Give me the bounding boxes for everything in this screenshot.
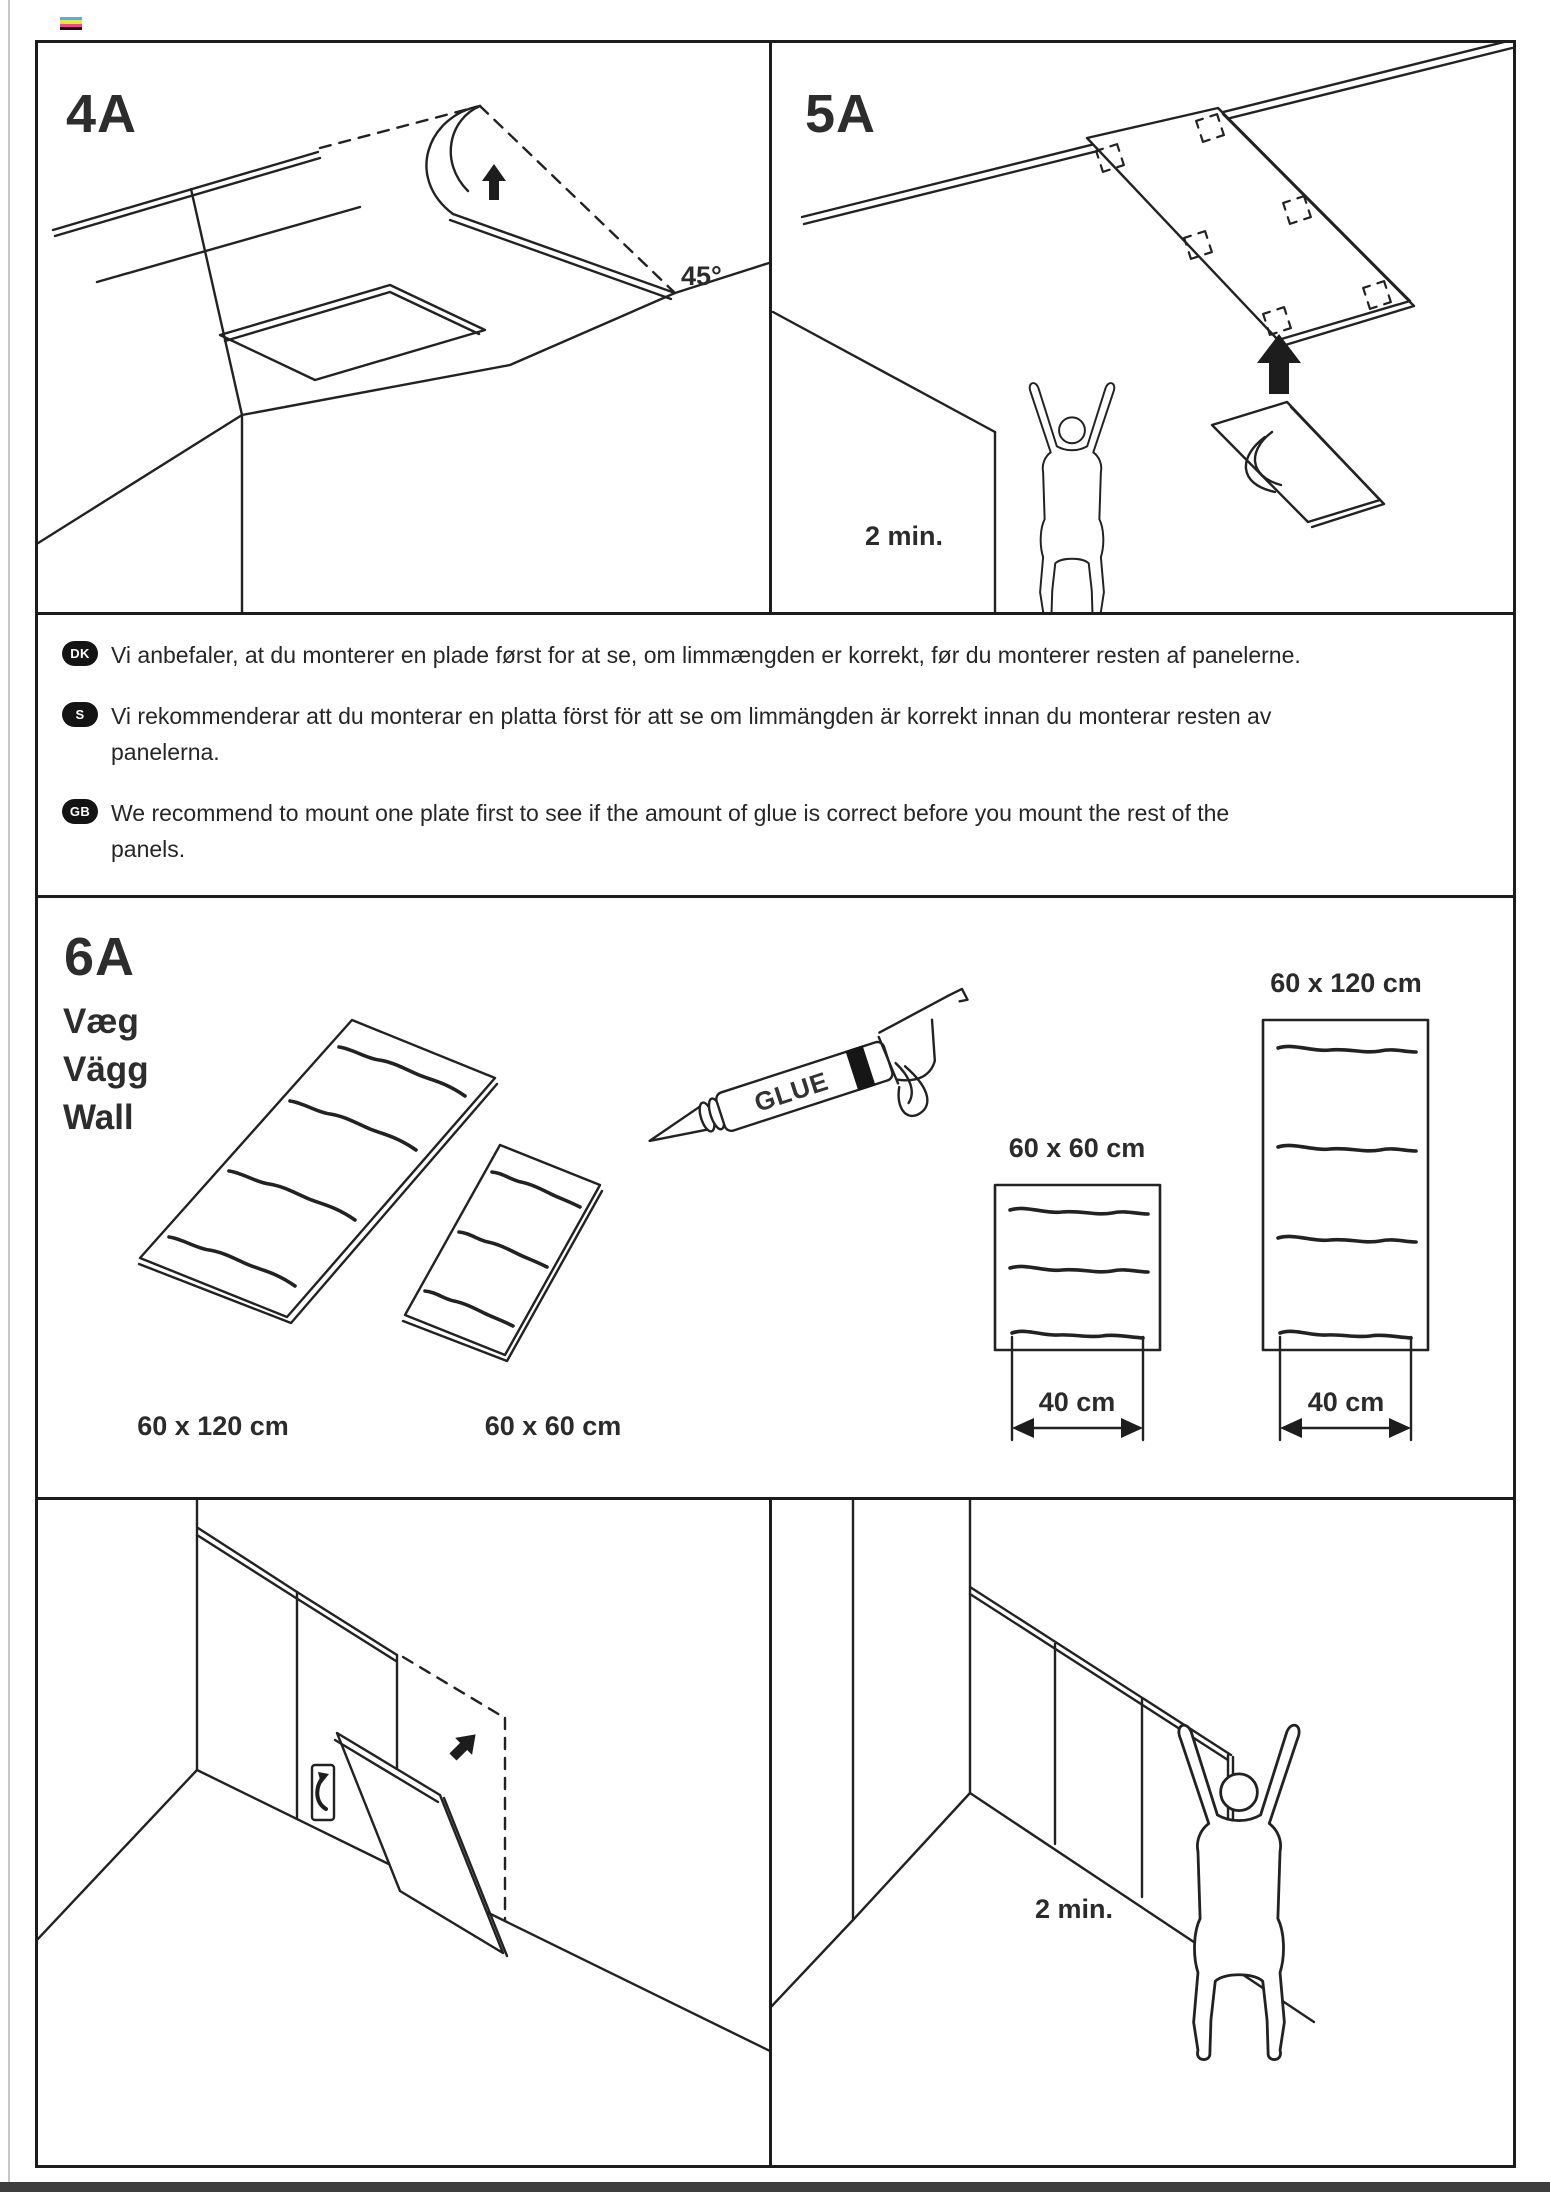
surface-label-da: Væg: [63, 1002, 139, 1041]
front-large-size-label: 60 x 120 cm: [1270, 968, 1422, 998]
iso-small-size-label: 60 x 60 cm: [485, 1411, 622, 1441]
step-4a-label: 4A: [66, 84, 138, 144]
ceiling-peel-illustration: 45°: [38, 104, 769, 612]
angle-label: 45°: [681, 261, 722, 291]
up-arrow-icon: [482, 164, 506, 200]
person-figure: [1177, 1723, 1301, 2061]
panel-iso-small: [401, 1143, 604, 1363]
up-right-arrow-icon: [449, 1734, 476, 1761]
note-text-gb: We recommend to mount one plate first to…: [111, 800, 1230, 862]
up-arrow-icon: [1257, 334, 1301, 394]
ceiling-mounting-illustration: 2 min.: [772, 43, 1513, 612]
language-badge-s: S: [62, 702, 98, 727]
panel-iso-large: [137, 1018, 499, 1325]
language-badge-gb: GB: [62, 799, 98, 824]
panel-wall-placement: [35, 1497, 772, 2168]
panel-front-small: [993, 1183, 1162, 1442]
glue-bead: [1244, 435, 1277, 494]
note-row: GB We recommend to mount one plate first…: [62, 795, 1489, 867]
wall-press-illustration: 2 min.: [772, 1500, 1316, 2061]
step-5a-label: 5A: [805, 84, 877, 144]
time-label: 2 min.: [865, 521, 943, 551]
panel-wall-press: 2 min.: [769, 1497, 1516, 2168]
panel-step-4a: 4A 45°: [35, 40, 772, 615]
note-row: DK Vi anbefaler, at du monterer en plade…: [62, 637, 1489, 673]
panel-front-large: [1261, 1018, 1430, 1442]
page-edge-line: [8, 0, 10, 2192]
front-small-width-label: 40 cm: [1039, 1387, 1116, 1417]
step-6a-label: 6A: [64, 927, 136, 987]
front-large-width-label: 40 cm: [1308, 1387, 1385, 1417]
print-registration-mark: [60, 17, 82, 30]
surface-labels: Væg Vägg Wall: [63, 998, 149, 1142]
glue-application-illustration: 60 x 120 cm 60 x 60 cm GLUE: [137, 968, 1430, 1442]
iso-large-size-label: 60 x 120 cm: [137, 1411, 289, 1441]
panel-notes: DK Vi anbefaler, at du monterer en plade…: [35, 612, 1516, 898]
time-label: 2 min.: [1035, 1894, 1113, 1924]
front-small-size-label: 60 x 60 cm: [1009, 1133, 1146, 1163]
panel-step-5a: 5A 2 mi: [769, 40, 1516, 615]
light-switch-icon: [310, 1763, 336, 1822]
panel-step-6a: 6A Væg Vägg Wall 60 x 120 cm: [35, 895, 1516, 1500]
language-badge-dk: DK: [62, 641, 98, 666]
note-row: S Vi rekommenderar att du monterar en pl…: [62, 698, 1489, 770]
person-figure: [1028, 382, 1116, 612]
wall-placement-illustration: [38, 1500, 769, 2052]
note-text-s: Vi rekommenderar att du monterar en plat…: [111, 703, 1272, 765]
surface-label-en: Wall: [63, 1098, 134, 1137]
note-text-dk: Vi anbefaler, at du monterer en plade fø…: [111, 642, 1301, 668]
page-bottom-strip: [0, 2182, 1550, 2192]
glue-gun-icon: GLUE: [648, 987, 969, 1143]
glue-bead: [1253, 430, 1283, 487]
surface-label-sv: Vägg: [63, 1050, 149, 1089]
